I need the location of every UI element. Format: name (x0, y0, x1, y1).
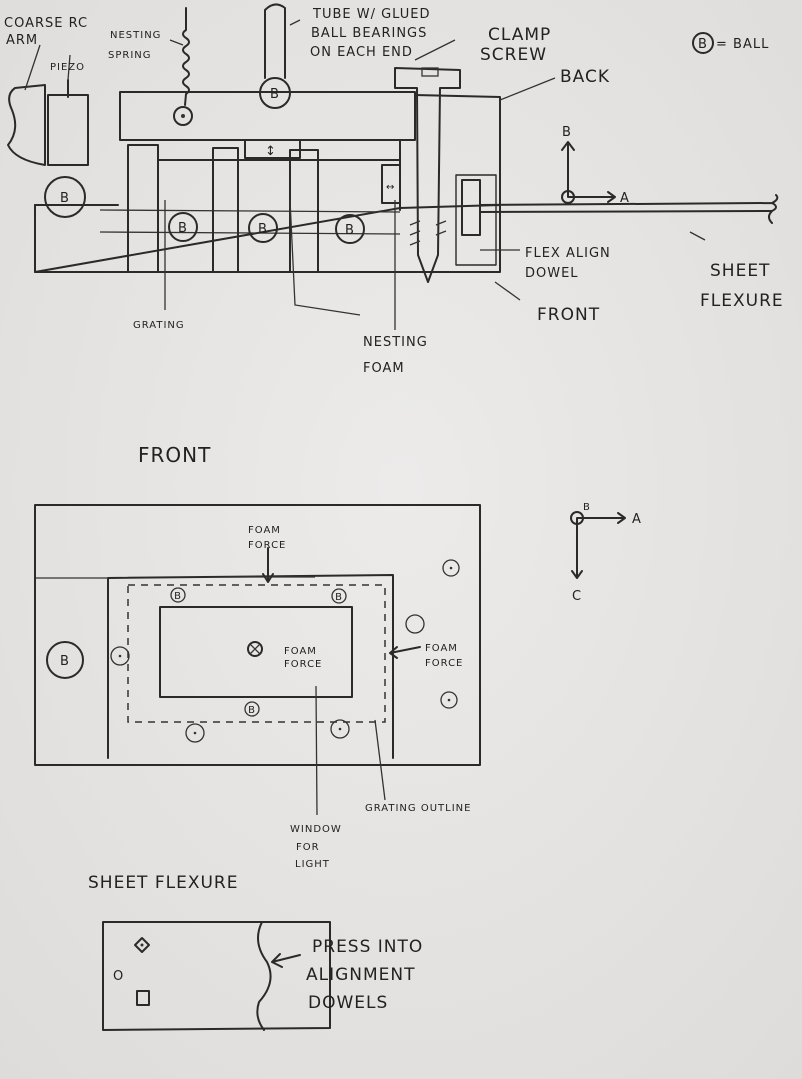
label-piezo: PIEZO (50, 62, 85, 73)
front-inner-frame (107, 574, 394, 759)
label-front: FRONT (537, 305, 600, 325)
svg-text:↕: ↕ (265, 144, 277, 159)
sheet-flexure-outline (102, 921, 331, 1031)
sheet-flexure-title: SHEET FLEXURE (88, 873, 238, 893)
label-grating-outline: GRATING OUTLINE (365, 803, 471, 814)
ball-label: B (60, 191, 70, 206)
label-press-into-dowels: DOWELS (308, 993, 388, 1013)
ball-label: B (174, 591, 182, 602)
axis-a-label: A (632, 512, 642, 527)
axes-side: B A (561, 125, 630, 206)
label-back: BACK (560, 67, 610, 87)
label-ball-legend: = BALL (716, 37, 769, 52)
front-view-labels: FOAM FORCE FOAM FORCE FOAM FORCE WINDOW … (248, 525, 471, 870)
label-coarse-rc-arm: ARM (6, 33, 38, 48)
label-press-into-dowels: ALIGNMENT (306, 965, 416, 985)
ball-label: B (345, 223, 355, 238)
ball-label: B (178, 221, 188, 236)
ball-grating-3 (335, 214, 365, 244)
label-coarse-rc-arm: COARSE RC (4, 16, 88, 31)
ball-label: B (270, 87, 280, 102)
tube-bracket (244, 139, 301, 159)
label-clamp-screw: CLAMP (488, 25, 551, 45)
ball-label: B (698, 37, 708, 52)
front-holes (110, 559, 460, 743)
label-tube: BALL BEARINGS (311, 26, 427, 41)
axis-c-label: C (572, 589, 582, 604)
label-tube: TUBE W/ GLUED (312, 7, 431, 22)
clamp-screw (394, 67, 461, 283)
ball-tube (259, 77, 291, 109)
label-sheet-flexure: FLEXURE (700, 291, 784, 311)
axis-b-label: B (562, 125, 572, 140)
label-foam-force-top: FORCE (248, 540, 286, 551)
nesting-spring (182, 7, 190, 106)
side-view-labels: COARSE RC ARM PIEZO NESTING SPRING TUBE … (4, 7, 784, 376)
dowel-hole-diamond (134, 937, 150, 953)
ball-grating-1 (168, 212, 198, 242)
label-nesting-foam: FOAM (363, 361, 405, 376)
front-view-title: FRONT (138, 443, 211, 467)
front-view-drawing: B B B B B A C (34, 502, 642, 816)
label-foam-force-top: FOAM (248, 525, 281, 536)
label-foam-force-right: FOAM (425, 643, 458, 654)
side-view-drawing: B ↔ B ↕ B B B (7, 3, 779, 330)
sheet-flexure-labels: PRESS INTO ALIGNMENT DOWELS (306, 937, 423, 1013)
ball-label: B (258, 222, 268, 237)
label-flex-align-dowel: FLEX ALIGN (525, 246, 611, 261)
label-nesting-foam: NESTING (363, 335, 428, 350)
window-for-light (159, 606, 353, 698)
pillar (212, 147, 239, 273)
sheet-break-line (256, 921, 272, 1031)
front-outer-plate (34, 504, 481, 766)
label-nesting-spring: SPRING (108, 50, 152, 61)
pillar (127, 144, 159, 273)
coarse-rc-arm (7, 84, 46, 166)
sheet-flexure (479, 194, 779, 224)
label-clamp-screw: SCREW (480, 45, 547, 65)
tube (264, 3, 286, 79)
ball-piezo (44, 176, 86, 218)
label-press-into-dowels: PRESS INTO (312, 937, 423, 957)
axes-front: B A C (570, 502, 642, 604)
hole-label: O (113, 969, 124, 984)
label-window-for-light: LIGHT (295, 859, 330, 870)
ball-legend-symbol (692, 32, 714, 54)
dowel-hole-slot (136, 990, 150, 1006)
label-tube: ON EACH END (310, 45, 413, 60)
axis-b-label: B (583, 502, 591, 513)
front-balls: B B B (170, 587, 347, 717)
label-nesting-spring: NESTING (110, 30, 161, 41)
label-window-for-light: WINDOW (290, 824, 342, 835)
label-window-for-light: FOR (296, 842, 320, 853)
flex-align-dowel (461, 179, 481, 236)
label-grating: GRATING (133, 320, 185, 331)
axis-a-label: A (620, 191, 630, 206)
svg-text:↔: ↔ (386, 182, 395, 193)
label-sheet-flexure: SHEET (710, 261, 770, 281)
label-foam-force-right: FORCE (425, 658, 463, 669)
base-block (34, 204, 501, 273)
label-foam-force-center: FORCE (284, 659, 322, 670)
nesting-foam-block (381, 164, 401, 204)
ball-label: B (60, 654, 70, 669)
sheet-flexure-drawing: O (102, 921, 331, 1031)
label-flex-align-dowel: DOWEL (525, 266, 579, 281)
ball-grating-2 (248, 213, 278, 243)
label-foam-force-center: FOAM (284, 646, 317, 657)
ball-label: B (335, 592, 343, 603)
ball-label: B (248, 705, 256, 716)
